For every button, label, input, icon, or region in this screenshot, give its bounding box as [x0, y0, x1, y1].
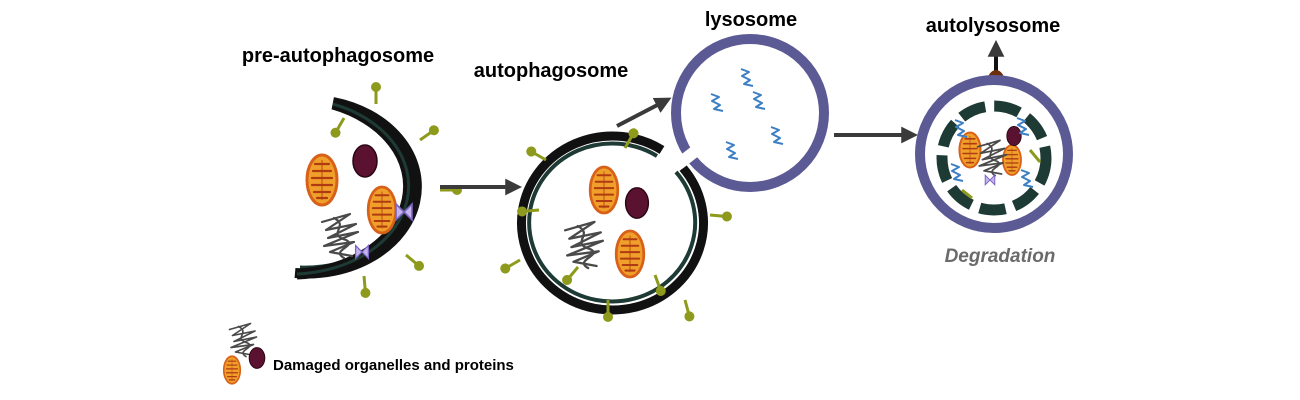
- damaged-vesicle: [624, 187, 650, 219]
- lysosome-membrane: [671, 34, 829, 192]
- fusion-gap: [675, 143, 703, 169]
- mitochondrion: [305, 153, 398, 235]
- mitochondrion: [588, 165, 646, 279]
- legend-icon: [222, 322, 266, 385]
- tangled-protein: [320, 212, 360, 260]
- fragmented-inner-membrane: [936, 100, 1052, 216]
- legend-label: Damaged organelles and proteins: [273, 357, 514, 374]
- autolysosome-label: autolysosome: [926, 15, 1060, 37]
- autophagosome-membrane: [517, 131, 708, 315]
- tangled-protein: [563, 220, 605, 270]
- pre-autophagosome-label: pre-autophagosome: [242, 45, 434, 67]
- pre-autophagosome-arc: [296, 98, 415, 280]
- lysosome-label: lysosome: [705, 9, 797, 31]
- autophagosome-label: autophagosome: [474, 60, 628, 82]
- degrading-contents: [950, 117, 1042, 200]
- arrow-to-lysosome: [616, 97, 672, 128]
- degradation-caption: Degradation: [945, 246, 1056, 267]
- damaged-vesicle: [352, 144, 378, 178]
